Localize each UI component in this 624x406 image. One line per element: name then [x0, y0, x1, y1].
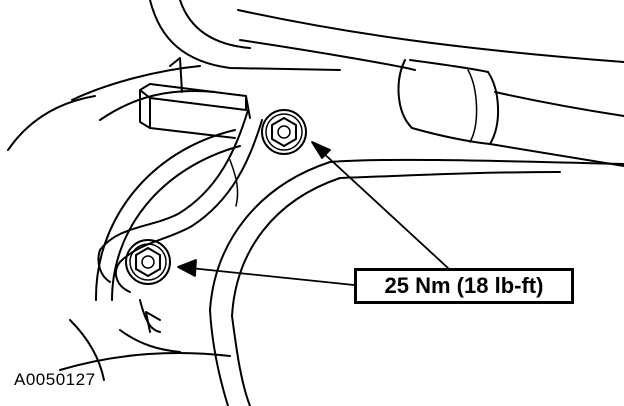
clamp-strap	[97, 109, 263, 333]
lower-bolt	[125, 239, 171, 285]
foreground-contours	[59, 311, 231, 381]
housing-outline	[7, 0, 341, 151]
arrowhead-upper	[311, 141, 331, 159]
torque-callout: 25 Nm (18 lb-ft)	[354, 268, 574, 304]
leader-line-lower	[189, 267, 355, 286]
leader-line-upper	[319, 149, 449, 269]
leader-arrows	[177, 141, 449, 286]
torque-label: 25 Nm (18 lb-ft)	[384, 273, 544, 298]
bracket	[139, 57, 251, 139]
hose	[237, 9, 624, 167]
arrowhead-lower	[177, 259, 197, 277]
figure-id: A0050127	[14, 370, 96, 389]
upper-bolt	[261, 109, 307, 155]
round-housing	[94, 129, 624, 406]
